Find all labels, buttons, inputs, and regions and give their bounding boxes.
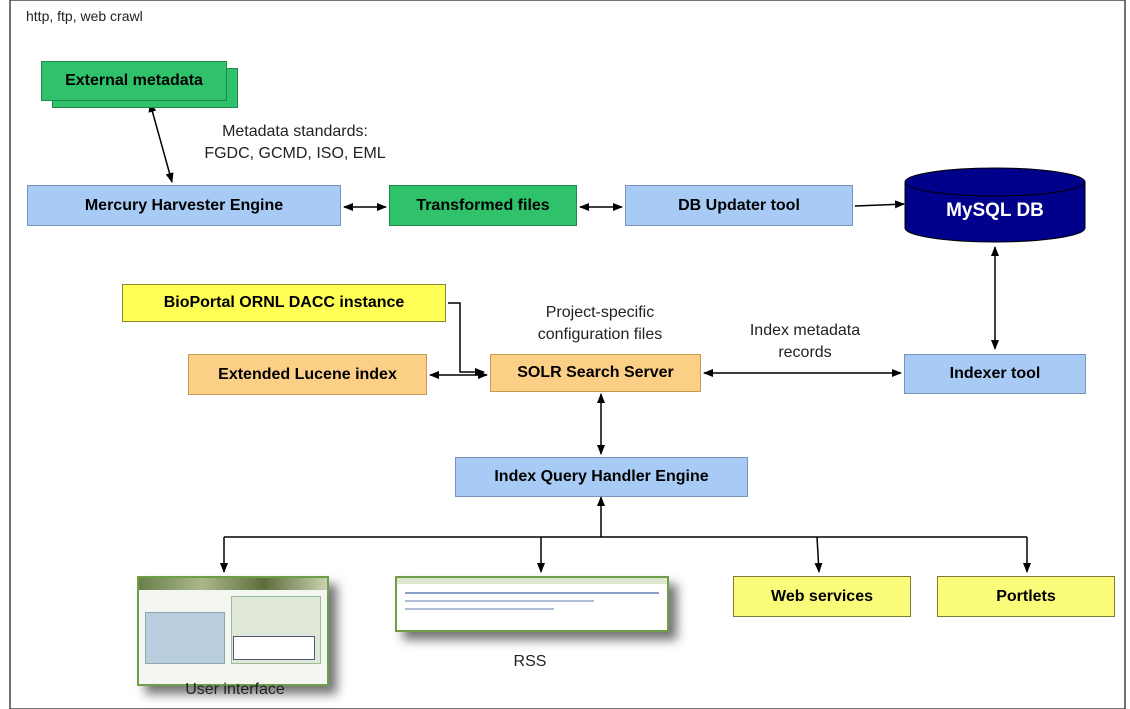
- query-handler-box: Index Query Handler Engine: [455, 457, 748, 497]
- rss-thumbnail: [395, 576, 669, 632]
- user-interface-thumbnail: [137, 576, 329, 686]
- web-services-box: Web services: [733, 576, 911, 617]
- edge-bus-webservices: [814, 536, 823, 573]
- rss-thumb-line-3: [405, 608, 554, 610]
- corner-label: http, ftp, web crawl: [26, 8, 143, 24]
- edge-dbupdater-mysql: [854, 200, 905, 209]
- index-label-1: Index metadata: [749, 322, 861, 339]
- mysql-db-label: MySQL DB: [946, 200, 1044, 221]
- config-label-2: configuration files: [537, 326, 663, 343]
- standards-label-2: FGDC, GCMD, ISO, EML: [204, 145, 386, 162]
- mysql-db-cylinder: [904, 167, 1086, 243]
- rss-thumb-line-2: [405, 600, 594, 602]
- standards-label-1: Metadata standards:: [222, 123, 368, 140]
- outer-border: [9, 0, 1126, 709]
- ui-thumb-results: [233, 636, 315, 660]
- db-updater-box: DB Updater tool: [625, 185, 853, 226]
- transformed-files-box: Transformed files: [389, 185, 577, 226]
- bioportal-box: BioPortal ORNL DACC instance: [122, 284, 446, 322]
- edge-bioportal-solr: [448, 302, 485, 376]
- rss-thumb-header: [397, 578, 667, 584]
- solr-search-server-box: SOLR Search Server: [490, 354, 701, 392]
- edge-external-mercury: [148, 102, 174, 183]
- ui-thumb-banner: [139, 578, 327, 590]
- user-interface-label: User interface: [185, 681, 285, 698]
- index-label-2: records: [778, 344, 832, 361]
- rss-thumb-line-1: [405, 592, 659, 594]
- portlets-box: Portlets: [937, 576, 1115, 617]
- rss-label: RSS: [513, 653, 547, 670]
- indexer-tool-box: Indexer tool: [904, 354, 1086, 394]
- lucene-index-box: Extended Lucene index: [188, 354, 427, 395]
- external-metadata-box: External metadata: [41, 61, 227, 101]
- ui-thumb-map: [145, 612, 225, 664]
- mercury-harvester-box: Mercury Harvester Engine: [27, 185, 341, 226]
- config-label-1: Project-specific: [545, 304, 655, 321]
